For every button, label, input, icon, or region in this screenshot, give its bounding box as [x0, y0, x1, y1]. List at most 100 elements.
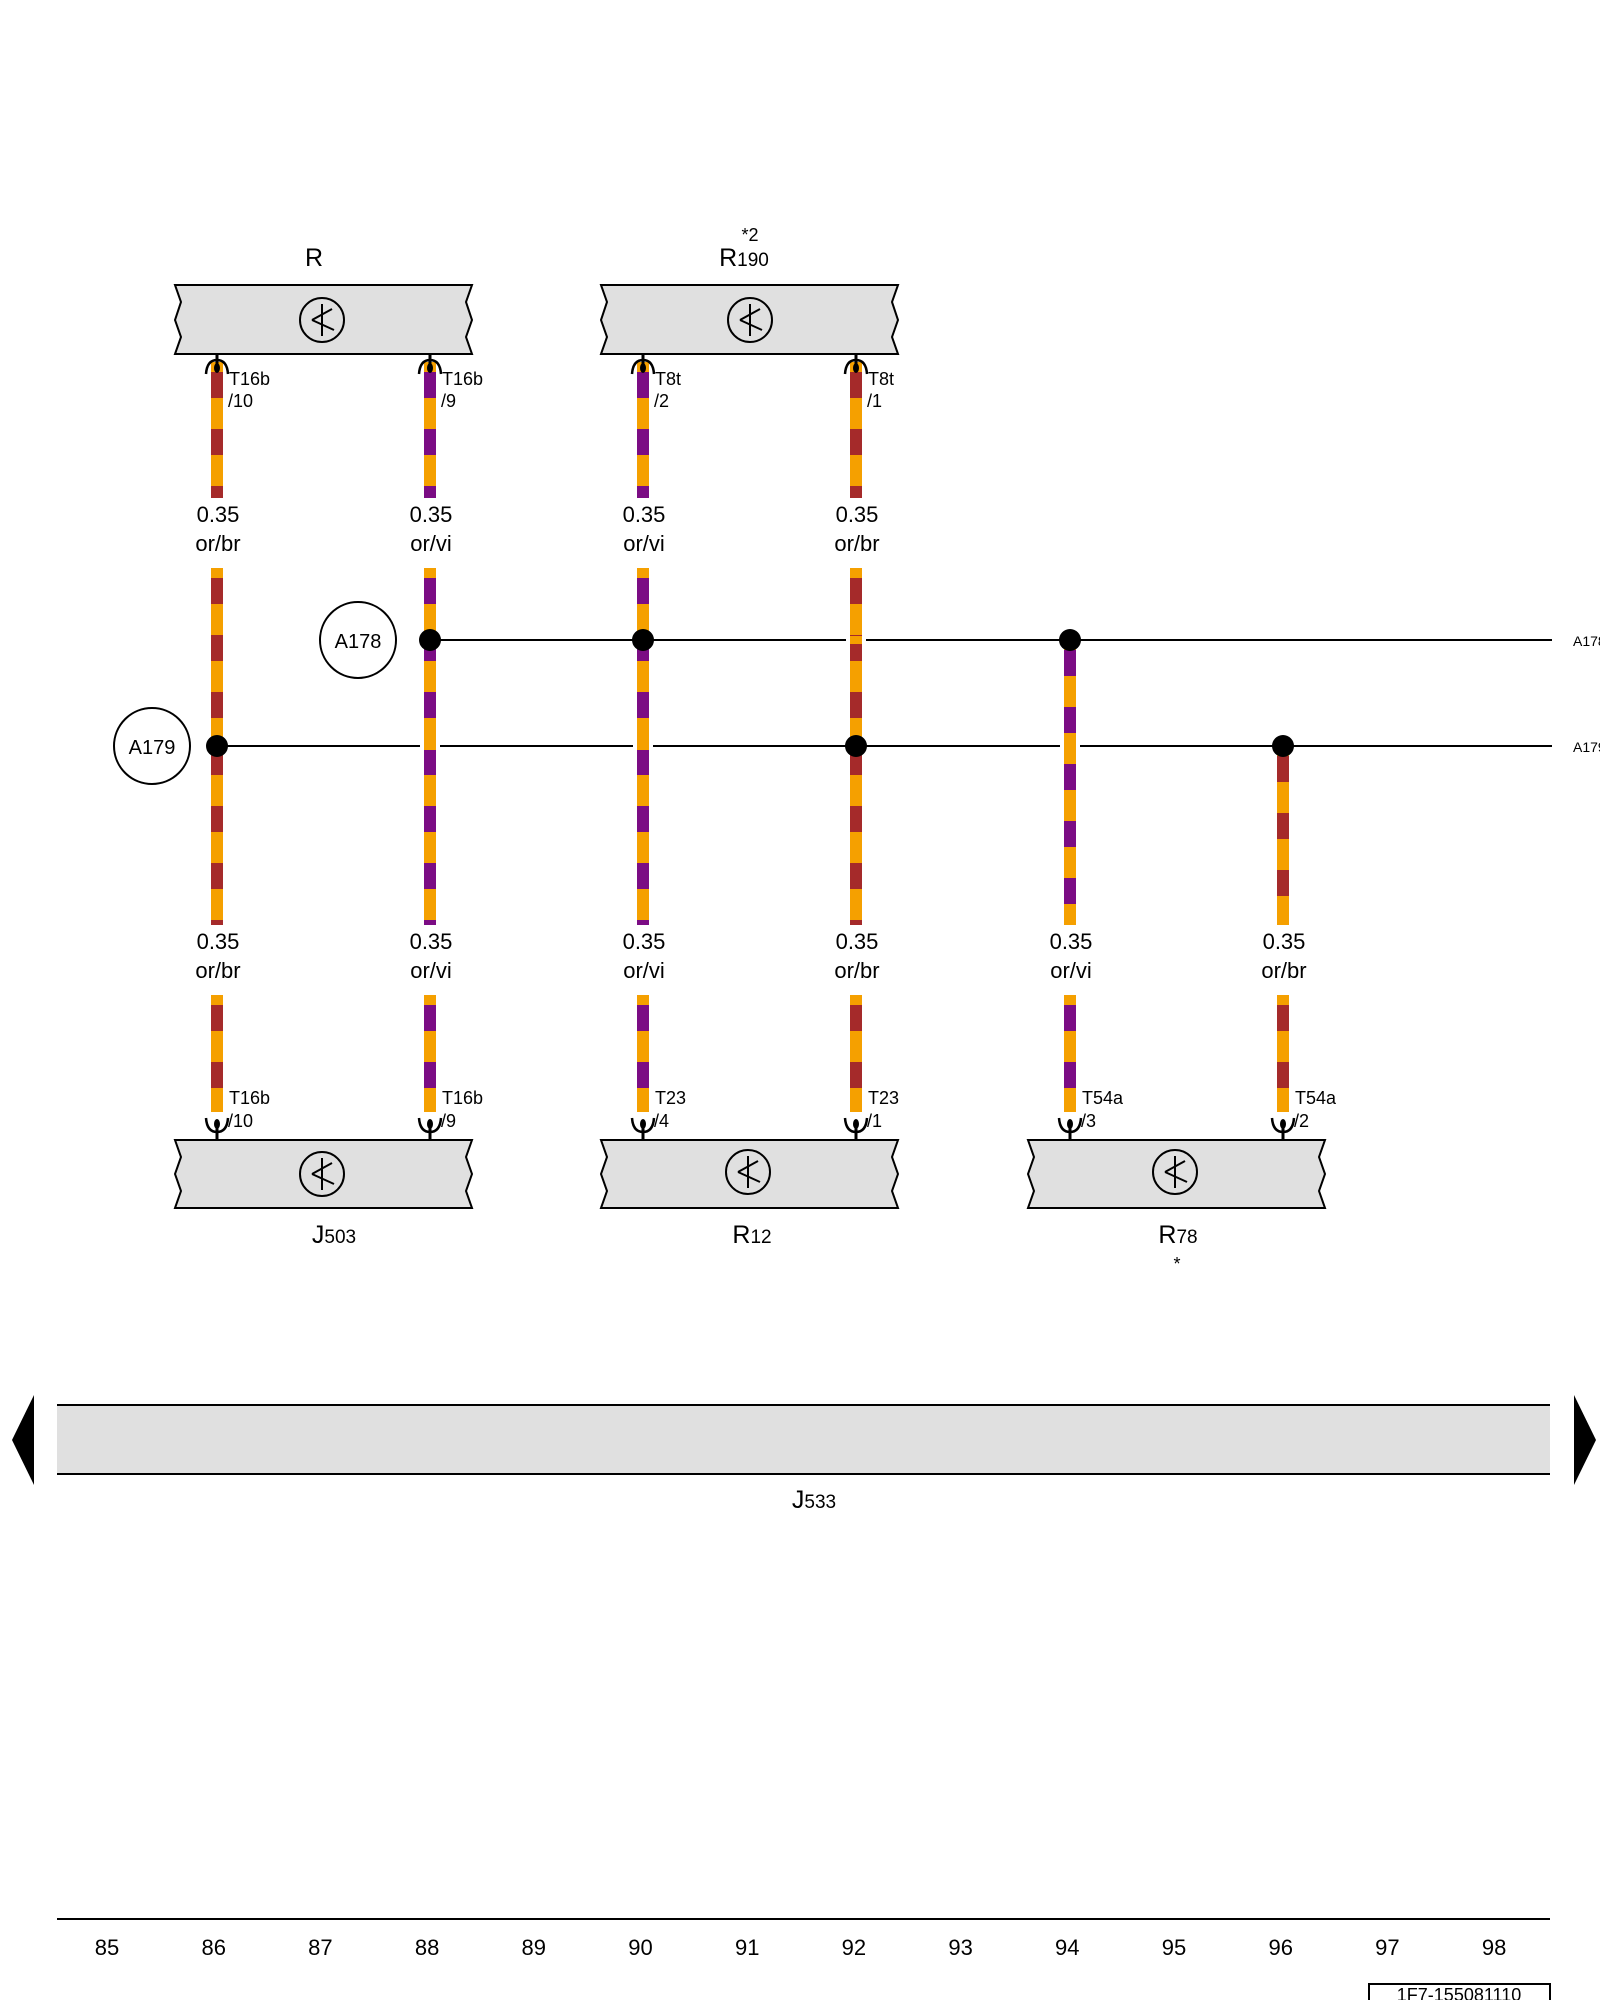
connector-pin-icon — [630, 352, 656, 375]
scale-label: 94 — [1055, 1935, 1079, 1960]
component-r12-name: R12 — [732, 1221, 771, 1249]
connector-pin-icon — [204, 352, 230, 375]
wire-crossing — [1064, 742, 1076, 750]
diagram-id-box: 1F7-155081110 — [1368, 1983, 1551, 2000]
component-r12[interactable]: R12 — [599, 1139, 900, 1249]
connector-pin-icon — [417, 352, 443, 375]
connector-pin-icon — [630, 1117, 656, 1140]
bus-a178-label: A178 — [335, 631, 382, 653]
scale-label: 89 — [522, 1935, 546, 1960]
wire-crossing — [424, 742, 436, 750]
wire-color-label: or/br — [195, 958, 240, 983]
component-r190-note: *2 — [741, 225, 758, 245]
bus-a178-right-label: A178 — [1573, 633, 1600, 649]
scale-label: 85 — [95, 1935, 119, 1960]
junction-dot — [1272, 735, 1294, 757]
component-r-symbol-icon — [299, 297, 345, 343]
pin-connector-label: T54a — [1295, 1088, 1337, 1108]
scale-label: 88 — [415, 1935, 439, 1960]
wire-size-label: 0.35 — [1263, 929, 1306, 954]
junction-dot — [632, 629, 654, 651]
pin-connector-label: T16b — [229, 369, 270, 389]
pin-number-label: /10 — [228, 1111, 253, 1131]
component-r78-body — [1026, 1139, 1327, 1209]
bus-a179-badge — [113, 707, 191, 785]
bus-a178: A178 A178 — [319, 601, 1600, 679]
wire-size-label: 0.35 — [410, 929, 453, 954]
wire-color-label: or/br — [834, 958, 879, 983]
pin-connector-label: T16b — [442, 1088, 483, 1108]
connector-pin-icon — [1057, 1117, 1083, 1140]
pin-connector-label: T16b — [229, 1088, 270, 1108]
junction-dot — [419, 629, 441, 651]
component-j503-body — [173, 1139, 474, 1209]
wire-crossing — [850, 636, 862, 644]
scale-label: 95 — [1162, 1935, 1186, 1960]
wire-color-label: or/vi — [1050, 958, 1092, 983]
component-r-body — [173, 284, 474, 355]
scale-label: 90 — [628, 1935, 652, 1960]
wire-crossing — [637, 742, 649, 750]
component-j503[interactable]: J503 — [173, 1139, 474, 1249]
component-r190[interactable]: *2 R190 — [599, 225, 900, 355]
pin-number-label: /3 — [1081, 1111, 1096, 1131]
arrow-right-icon[interactable] — [1574, 1395, 1596, 1485]
wire-size-label: 0.35 — [836, 929, 879, 954]
scale-label: 92 — [842, 1935, 866, 1960]
bus-a179-right-label: A179 — [1573, 739, 1600, 755]
connector-pin-icon — [843, 352, 869, 375]
pin-connector-label: T8t — [655, 369, 681, 389]
pin-connector-label: T16b — [442, 369, 483, 389]
wire-size-label: 0.35 — [1050, 929, 1093, 954]
component-j533-name: J533 — [792, 1486, 836, 1514]
connector-pin-icon — [417, 1117, 443, 1140]
component-r78-name: R78 — [1158, 1221, 1197, 1249]
wire-color-label: or/br — [834, 531, 879, 556]
wire-size-label: 0.35 — [197, 502, 240, 527]
component-r12-symbol-icon — [725, 1149, 771, 1195]
pin-connector-label: T54a — [1082, 1088, 1124, 1108]
connector-pin-icon — [843, 1117, 869, 1140]
diagram-id: 1F7-155081110 — [1397, 1985, 1521, 2000]
junction-dot — [1059, 629, 1081, 651]
connector-pin-icon — [204, 1117, 230, 1140]
scale-label: 87 — [308, 1935, 332, 1960]
wire-size-label: 0.35 — [410, 502, 453, 527]
scale-label: 93 — [948, 1935, 972, 1960]
wire-color-label: or/vi — [623, 958, 665, 983]
pin-connector-label: T23 — [655, 1088, 686, 1108]
bus-a178-badge — [319, 601, 397, 679]
scale-label: 96 — [1268, 1935, 1292, 1960]
pin-number-label: /1 — [867, 391, 882, 411]
wire-color-label: or/vi — [623, 531, 665, 556]
wire-color-label: or/vi — [410, 531, 452, 556]
scale-label: 86 — [201, 1935, 225, 1960]
wire-size-label: 0.35 — [197, 929, 240, 954]
wire-color-label: or/vi — [410, 958, 452, 983]
pin-connector-label: T8t — [868, 369, 894, 389]
component-r78-symbol-icon — [1152, 1149, 1198, 1195]
junction-dot — [845, 735, 867, 757]
junction-dot — [206, 735, 228, 757]
connector-pin-icon — [1270, 1117, 1296, 1140]
component-r78[interactable]: R78 * — [1026, 1139, 1327, 1274]
pin-number-label: /2 — [1294, 1111, 1309, 1131]
component-j533[interactable]: J533 — [12, 1395, 1596, 1514]
component-r190-name: R190 — [719, 244, 769, 272]
scale-label: 91 — [735, 1935, 759, 1960]
component-r12-body — [599, 1139, 900, 1209]
wire-color-label: or/br — [195, 531, 240, 556]
pin-number-label: /9 — [441, 1111, 456, 1131]
wire-size-label: 0.35 — [836, 502, 879, 527]
component-r190-symbol-icon — [727, 297, 773, 343]
pin-number-label: /10 — [228, 391, 253, 411]
arrow-left-icon[interactable] — [12, 1395, 34, 1485]
component-r[interactable]: R — [173, 244, 474, 355]
